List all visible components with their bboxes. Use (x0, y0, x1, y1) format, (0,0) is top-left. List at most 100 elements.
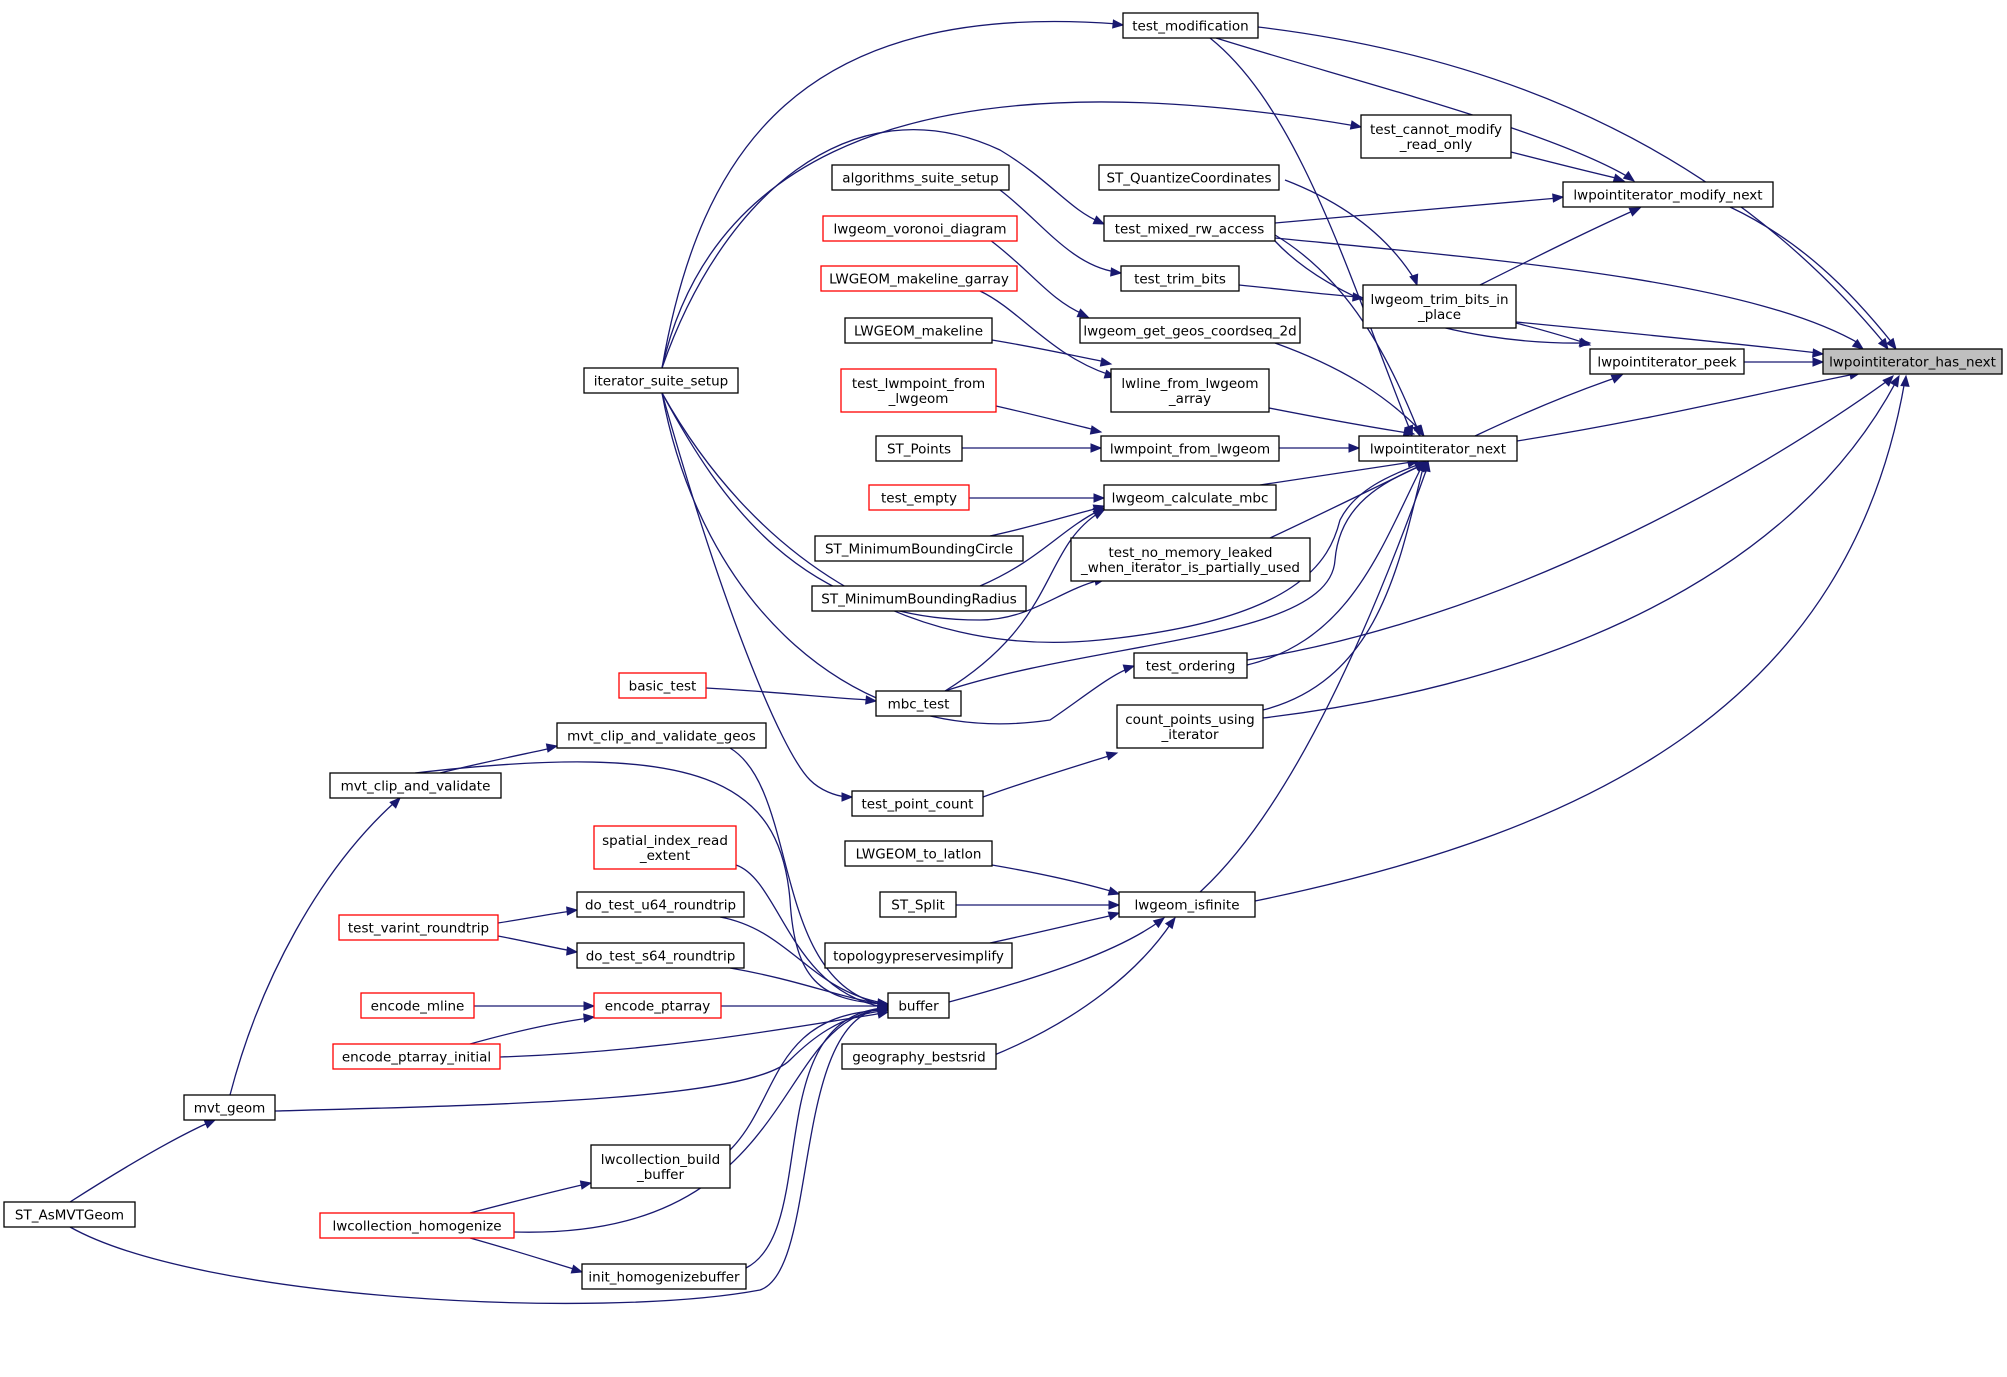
node-varint[interactable]: test_varint_roundtrip (338, 914, 499, 941)
node-trim-bits-in-place[interactable]: lwgeom_trim_bits_in_place (1362, 284, 1517, 329)
node-label: LWGEOM_makeline (854, 324, 983, 340)
node-label: encode_mline (371, 999, 465, 1015)
node-voronoi[interactable]: lwgeom_voronoi_diagram (822, 215, 1018, 242)
node-encode-ptarray-initial[interactable]: encode_ptarray_initial (332, 1043, 501, 1070)
node-isfinite[interactable]: lwgeom_isfinite (1118, 891, 1256, 918)
node-st-min-circle[interactable]: ST_MinimumBoundingCircle (814, 535, 1024, 562)
node-buffer[interactable]: buffer (887, 992, 950, 1019)
node-has-next[interactable]: lwpointiterator_has_next (1822, 348, 2003, 375)
edge-line (1274, 342, 1421, 431)
node-test-point-count[interactable]: test_point_count (851, 790, 984, 817)
node-encode-ptarray[interactable]: encode_ptarray (593, 992, 722, 1019)
edge-line (69, 1007, 884, 1305)
node-makeline[interactable]: LWGEOM_makeline (844, 317, 993, 344)
edge-mvt_clip-to-buffer (414, 761, 890, 1009)
node-box (1562, 181, 1774, 208)
node-calc-mbc[interactable]: lwgeom_calculate_mbc (1103, 484, 1277, 511)
node-box (1822, 348, 2003, 375)
edge-iterator_suite_setup-to-test_mixed_rw (661, 129, 1106, 369)
edge-line (705, 687, 872, 701)
node-init-homog[interactable]: init_homogenizebuffer (581, 1263, 747, 1290)
node-label: buffer (898, 999, 939, 1015)
edge-line (661, 129, 1101, 369)
edge-line (991, 921, 1173, 1057)
node-iter-next[interactable]: lwpointiterator_next (1358, 435, 1518, 462)
node-label: encode_ptarray (605, 999, 710, 1015)
node-test-mixed-rw[interactable]: test_mixed_rw_access (1103, 215, 1276, 242)
node-lwline-from-lwgeom-array[interactable]: lwline_from_lwgeom_array (1110, 368, 1270, 413)
node-test-ordering[interactable]: test_ordering (1133, 652, 1248, 679)
edge-line (1209, 37, 1411, 431)
node-box (1070, 537, 1311, 582)
node-count-points[interactable]: count_points_using_iterator (1116, 704, 1264, 749)
node-basic-test[interactable]: basic_test (618, 672, 707, 699)
node-iterator-suite-setup[interactable]: iterator_suite_setup (583, 367, 739, 394)
edge-test_mixed_rw-to-modify_next (1274, 193, 1565, 224)
edge-lwcoll_homog-to-init_homog (469, 1237, 584, 1274)
node-lwcoll-homog[interactable]: lwcollection_homogenize (319, 1212, 515, 1239)
node-label: encode_ptarray_initial (342, 1050, 491, 1066)
node-u64[interactable]: do_test_u64_roundtrip (576, 891, 745, 918)
node-peek[interactable]: lwpointiterator_peek (1589, 348, 1745, 375)
node-modify-next[interactable]: lwpointiterator_modify_next (1562, 181, 1774, 208)
node-label: _read_only (1399, 137, 1472, 153)
edge-arrowhead (583, 1013, 596, 1023)
node-mvt-clip-geos[interactable]: mvt_clip_and_validate_geos (556, 722, 767, 749)
node-mvt-clip[interactable]: mvt_clip_and_validate (329, 772, 502, 799)
edge-line (497, 910, 573, 924)
node-test-lwmpoint-from-lwgeom[interactable]: test_lwmpoint_from_lwgeom (840, 368, 997, 413)
node-box (1362, 284, 1517, 329)
node-box (868, 484, 970, 511)
node-st-quantize[interactable]: ST_QuantizeCoordinates (1098, 164, 1280, 191)
node-label: test_cannot_modify (1370, 122, 1502, 138)
edge-arrowhead (389, 797, 401, 809)
edge-trim_bits_in_place-to-modify_next (1479, 207, 1642, 286)
node-s64[interactable]: do_test_s64_roundtrip (576, 942, 745, 969)
node-test-cannot-modify[interactable]: test_cannot_modify_read_only (1360, 114, 1512, 159)
edge-arrowhead (1092, 215, 1106, 225)
node-test-trim-bits[interactable]: test_trim_bits (1120, 265, 1240, 292)
node-makeline-garray[interactable]: LWGEOM_makeline_garray (820, 265, 1018, 292)
node-label: test_point_count (862, 797, 974, 813)
node-lwmpoint-from-lwgeom[interactable]: lwmpoint_from_lwgeom (1100, 435, 1280, 462)
node-box (1110, 368, 1270, 413)
edge-arrowhead (570, 1264, 584, 1274)
node-mbc-test[interactable]: mbc_test (875, 690, 962, 717)
edge-mvt_clip-to-mvt_clip_geos (439, 743, 559, 774)
node-box (1360, 114, 1512, 159)
node-encode-mline[interactable]: encode_mline (360, 992, 475, 1019)
edge-arrowhead (1889, 374, 1900, 388)
node-box (329, 772, 502, 799)
node-box (1116, 704, 1264, 749)
edge-line (1215, 37, 1631, 179)
node-st-asmvtgeom[interactable]: ST_AsMVTGeom (3, 1201, 136, 1228)
node-coordseq-2d[interactable]: lwgeom_get_geos_coordseq_2d (1079, 317, 1301, 344)
node-st-min-radius[interactable]: ST_MinimumBoundingRadius (811, 585, 1027, 612)
node-latlon[interactable]: LWGEOM_to_latlon (844, 840, 993, 867)
edge-test_point_count-to-count_points (982, 751, 1119, 798)
node-test-empty[interactable]: test_empty (868, 484, 970, 511)
edge-arrowhead (1122, 664, 1136, 674)
node-st-points[interactable]: ST_Points (875, 435, 963, 462)
edge-lwcoll_homog-to-buffer (513, 1004, 890, 1233)
node-topology[interactable]: topologypreservesimplify (824, 942, 1013, 969)
node-algorithms-suite-setup[interactable]: algorithms_suite_setup (831, 164, 1010, 191)
edge-arrowhead (1612, 173, 1626, 183)
node-box (1358, 435, 1518, 462)
edge-modify_next-to-has_next (1729, 206, 1897, 351)
node-lwcoll-build[interactable]: lwcollection_build_buffer (590, 1144, 731, 1189)
node-test-modification[interactable]: test_modification (1122, 12, 1259, 39)
edge-iter_next-to-has_next (1516, 370, 1862, 442)
edge-isfinite-to-iter_next (1199, 459, 1431, 893)
edge-arrowhead (1107, 911, 1121, 921)
node-mvt-geom[interactable]: mvt_geom (183, 1094, 276, 1121)
edge-line (1268, 407, 1409, 434)
edge-line (1246, 465, 1423, 666)
node-spatial-index[interactable]: spatial_index_read_extent (593, 825, 737, 870)
node-label: lwpointiterator_next (1370, 442, 1506, 458)
edge-mbc_test-to-calc_mbc (944, 509, 1106, 692)
node-bestsrid[interactable]: geography_bestsrid (841, 1043, 997, 1070)
node-st-split[interactable]: ST_Split (879, 891, 957, 918)
node-test-no-memory[interactable]: test_no_memory_leaked_when_iterator_is_p… (1070, 537, 1311, 582)
